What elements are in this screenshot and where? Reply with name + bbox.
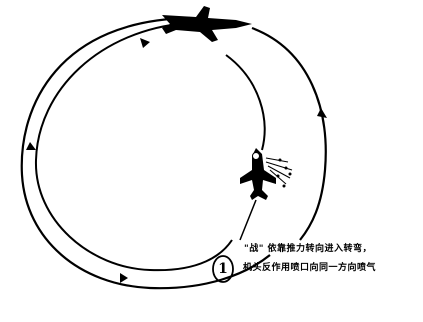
step-number: 1 <box>213 256 233 282</box>
annotation-line-1: "战" 依靠推力转向进入转弯， <box>244 241 372 254</box>
outer-flight-path-right <box>252 28 326 240</box>
outer-flight-path <box>22 18 270 288</box>
direction-arrow-bottom <box>120 273 128 283</box>
direction-arrow-left <box>26 142 36 150</box>
direction-arrow-right <box>317 108 327 118</box>
aircraft-top-icon <box>162 6 252 42</box>
aircraft-hover-icon <box>240 148 276 200</box>
direction-arrow-top <box>140 38 150 48</box>
annotation-line-2: 机头反作用喷口向同一方向喷气 <box>243 260 376 273</box>
reaction-jet-spray <box>266 158 292 187</box>
leader-line <box>240 200 256 240</box>
inner-flight-path-right <box>226 55 265 150</box>
